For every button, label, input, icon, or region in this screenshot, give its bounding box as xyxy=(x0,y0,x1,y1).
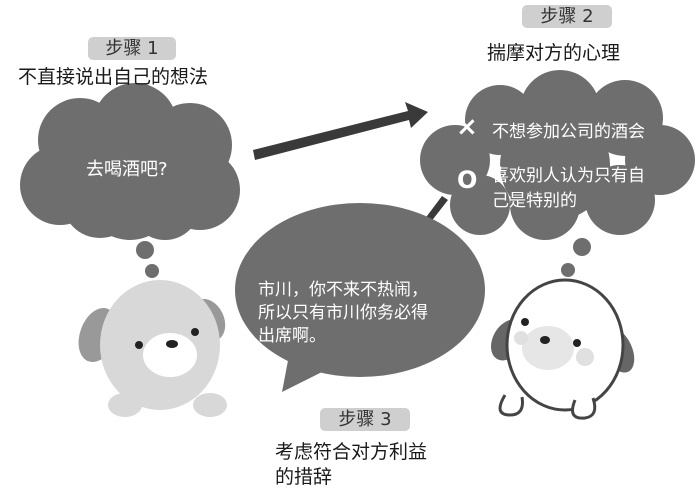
speech-line-2: 所以只有市川你务必得 xyxy=(258,303,428,323)
step1-cloud-text: 去喝酒吧? xyxy=(86,159,168,180)
step2-item-2-line1: 喜欢别人认为只有自 xyxy=(492,166,645,186)
dog-left xyxy=(78,280,227,417)
step2-title: 揣摩对方的心理 xyxy=(487,42,621,64)
step1-badge: 步骤 1 xyxy=(88,37,176,60)
thought-cloud-left xyxy=(20,83,240,278)
circle-icon: O xyxy=(457,166,478,194)
step3-title-line2: 的措辞 xyxy=(275,466,333,488)
step3-badge: 步骤 3 xyxy=(320,408,410,431)
step2-badge: 步骤 2 xyxy=(522,5,612,28)
arrow-step1-to-step2 xyxy=(253,102,428,160)
thought-cloud-right xyxy=(420,70,695,277)
step1-title: 不直接说出自己的想法 xyxy=(18,66,209,88)
dog-right xyxy=(490,278,635,420)
cross-icon: × xyxy=(456,112,478,142)
speech-line-1: 市川，你不来不热闹， xyxy=(258,280,428,300)
speech-line-3: 出席啊。 xyxy=(258,326,326,346)
step3-title-line1: 考虑符合对方利益 xyxy=(275,441,428,463)
step2-item-1: 不想参加公司的酒会 xyxy=(492,122,645,142)
speech-bubble xyxy=(235,203,485,392)
step2-item-2-line2: 己是特别的 xyxy=(492,191,577,211)
